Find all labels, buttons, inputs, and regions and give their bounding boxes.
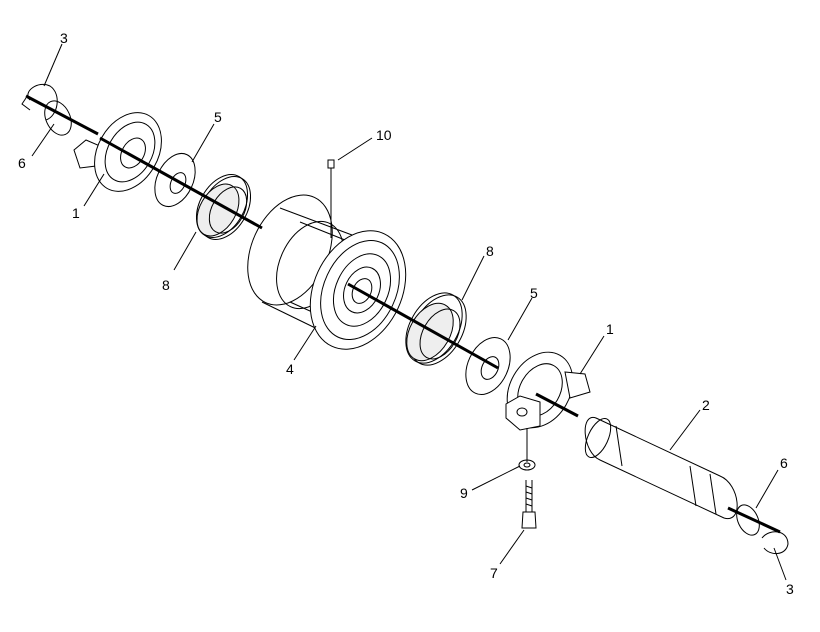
washer-right [465,337,511,395]
callout-labels: 3 6 1 5 10 8 4 8 5 1 2 6 9 7 3 [18,30,794,597]
callout-9: 9 [460,485,468,501]
callout-2: 2 [702,397,710,413]
seal-group-right [405,292,467,366]
callout-6-right: 6 [780,455,788,471]
callout-3-bottom: 3 [786,581,794,597]
callout-8-right: 8 [486,243,494,259]
callout-8-left: 8 [162,277,170,293]
roller-wheel [247,194,407,350]
callout-4: 4 [286,361,294,377]
callout-6-left: 6 [18,155,26,171]
leader-lines [31,43,787,581]
o-ring-right [736,504,760,536]
callout-1-right: 1 [606,321,614,337]
retaining-ring-right [761,531,789,554]
callout-10: 10 [376,127,392,143]
callout-5-right: 5 [530,285,538,301]
callout-3-top: 3 [60,30,68,46]
retaining-ring-left [21,84,58,121]
collar-right [505,351,591,431]
bolt [521,480,537,529]
fastener-axis-lines [330,168,528,462]
callout-5-top: 5 [214,109,222,125]
callout-1-left: 1 [72,205,80,221]
shaft [584,417,738,519]
assembly-axis-lines [25,94,781,534]
callout-7: 7 [490,565,498,581]
plug-screw [327,159,335,169]
o-ring-left [44,100,72,136]
